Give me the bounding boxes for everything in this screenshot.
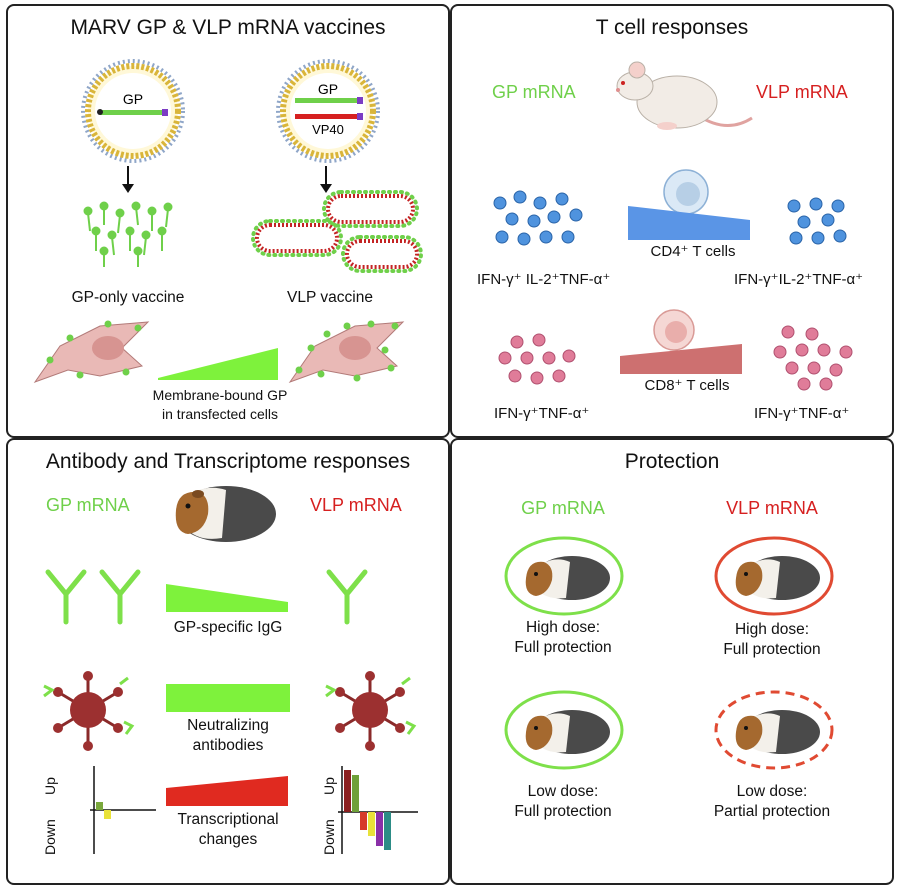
cytokine-dots-blue-icon [493, 190, 583, 246]
membrane-label-line2: in transfected cells [162, 406, 278, 422]
panel-title: MARV GP & VLP mRNA vaccines [70, 16, 386, 39]
t-cell-panel: T cell responses GP mRNA VLP mRNA CD4⁺ T… [450, 4, 894, 438]
neut-label-line1: Neutralizing [187, 717, 269, 734]
cd8-t-cell-icon [620, 309, 742, 374]
panel-title: Protection [624, 450, 720, 473]
vlp-mrna-label: VLP mRNA [310, 495, 402, 515]
cd8-left-phenotype: IFN-γ⁺TNF-α⁺ [494, 405, 590, 422]
equal-bar-icon [166, 684, 290, 712]
igg-label: GP-specific IgG [173, 619, 283, 636]
gp-vaccine-label: GP-only vaccine [71, 289, 185, 306]
cd8-cells-label: CD8⁺ T cells [644, 377, 730, 394]
axis-up-label: Up [321, 777, 337, 795]
protection-panel: Protection GP mRNA VLP mRNA High dose: F… [450, 438, 894, 885]
cd4-t-cell-icon [628, 169, 750, 240]
gp-high-line2: Full protection [514, 639, 612, 656]
transfected-cell-icon [33, 320, 150, 384]
arrow-down-icon [122, 166, 134, 193]
vlp-particles-icon [251, 190, 423, 273]
guinea-pig-icon [175, 486, 276, 542]
transcriptome-bars-gp [90, 766, 156, 854]
cd4-left-phenotype: IFN-γ⁺ IL-2⁺TNF-α⁺ [477, 271, 611, 288]
guinea-pig-partial-icon [714, 690, 834, 770]
increase-wedge-icon [158, 348, 278, 380]
cytokine-dots-blue-icon [787, 197, 847, 245]
guinea-pig-protected-icon [504, 690, 624, 770]
arrow-down-icon [320, 166, 332, 193]
axis-down-label: Down [42, 819, 58, 855]
gp-protein-cluster-icon [83, 201, 173, 267]
cd8-right-phenotype: IFN-γ⁺TNF-α⁺ [754, 405, 850, 422]
antibody-icon [326, 569, 368, 625]
vlp-vaccine-label: VLP vaccine [287, 289, 373, 306]
cytokine-dots-pink-icon [773, 325, 853, 391]
gp-high-line1: High dose: [525, 619, 601, 636]
gp-mrna-label: GP mRNA [46, 495, 130, 515]
mouse-icon [616, 61, 753, 130]
trans-label-line1: Transcriptional [177, 811, 279, 828]
svg-text:GP: GP [123, 91, 143, 107]
guinea-pig-protected-icon [504, 536, 624, 616]
vlp-low-line1: Low dose: [736, 783, 808, 800]
vlp-mrna-label: VLP mRNA [756, 82, 848, 102]
decrease-wedge-icon [166, 584, 288, 612]
gp-mrna-label: GP mRNA [521, 498, 605, 518]
gp-low-line2: Full protection [514, 803, 612, 820]
trans-label-line2: changes [198, 831, 258, 848]
gp-low-line1: Low dose: [527, 783, 599, 800]
svg-text:VP40: VP40 [312, 122, 344, 137]
cd4-cells-label: CD4⁺ T cells [650, 243, 736, 260]
vlp-high-line1: High dose: [734, 621, 810, 638]
cytokine-dots-pink-icon [498, 333, 576, 385]
vlp-lnp-icon: GP VP40 [276, 59, 380, 163]
vlp-low-line2: Partial protection [713, 803, 831, 820]
gp-mrna-label: GP mRNA [492, 82, 576, 102]
antibody-transcriptome-panel: Antibody and Transcriptome responses GP … [6, 438, 450, 885]
antibody-icon [45, 569, 141, 625]
vaccine-design-panel: MARV GP & VLP mRNA vaccines GP GP VP40 [6, 4, 450, 438]
transcriptome-bars-vlp [338, 766, 418, 854]
transfected-cell-icon [288, 320, 405, 384]
panel-title: Antibody and Transcriptome responses [45, 450, 411, 473]
increase-wedge-red-icon [166, 776, 288, 806]
panel-title: T cell responses [595, 16, 749, 39]
gp-lnp-icon: GP [81, 59, 185, 163]
neutralized-virus-icon [43, 671, 135, 751]
neut-label-line2: antibodies [192, 737, 264, 754]
axis-up-label: Up [42, 777, 58, 795]
neutralized-virus-icon [325, 671, 417, 751]
guinea-pig-protected-icon [714, 536, 834, 616]
cd4-right-phenotype: IFN-γ⁺IL-2⁺TNF-α⁺ [734, 271, 864, 288]
membrane-label-line1: Membrane-bound GP [152, 387, 288, 403]
vlp-high-line2: Full protection [723, 641, 821, 658]
axis-down-label: Down [321, 819, 337, 855]
svg-text:GP: GP [318, 81, 338, 97]
vlp-mrna-label: VLP mRNA [726, 498, 818, 518]
